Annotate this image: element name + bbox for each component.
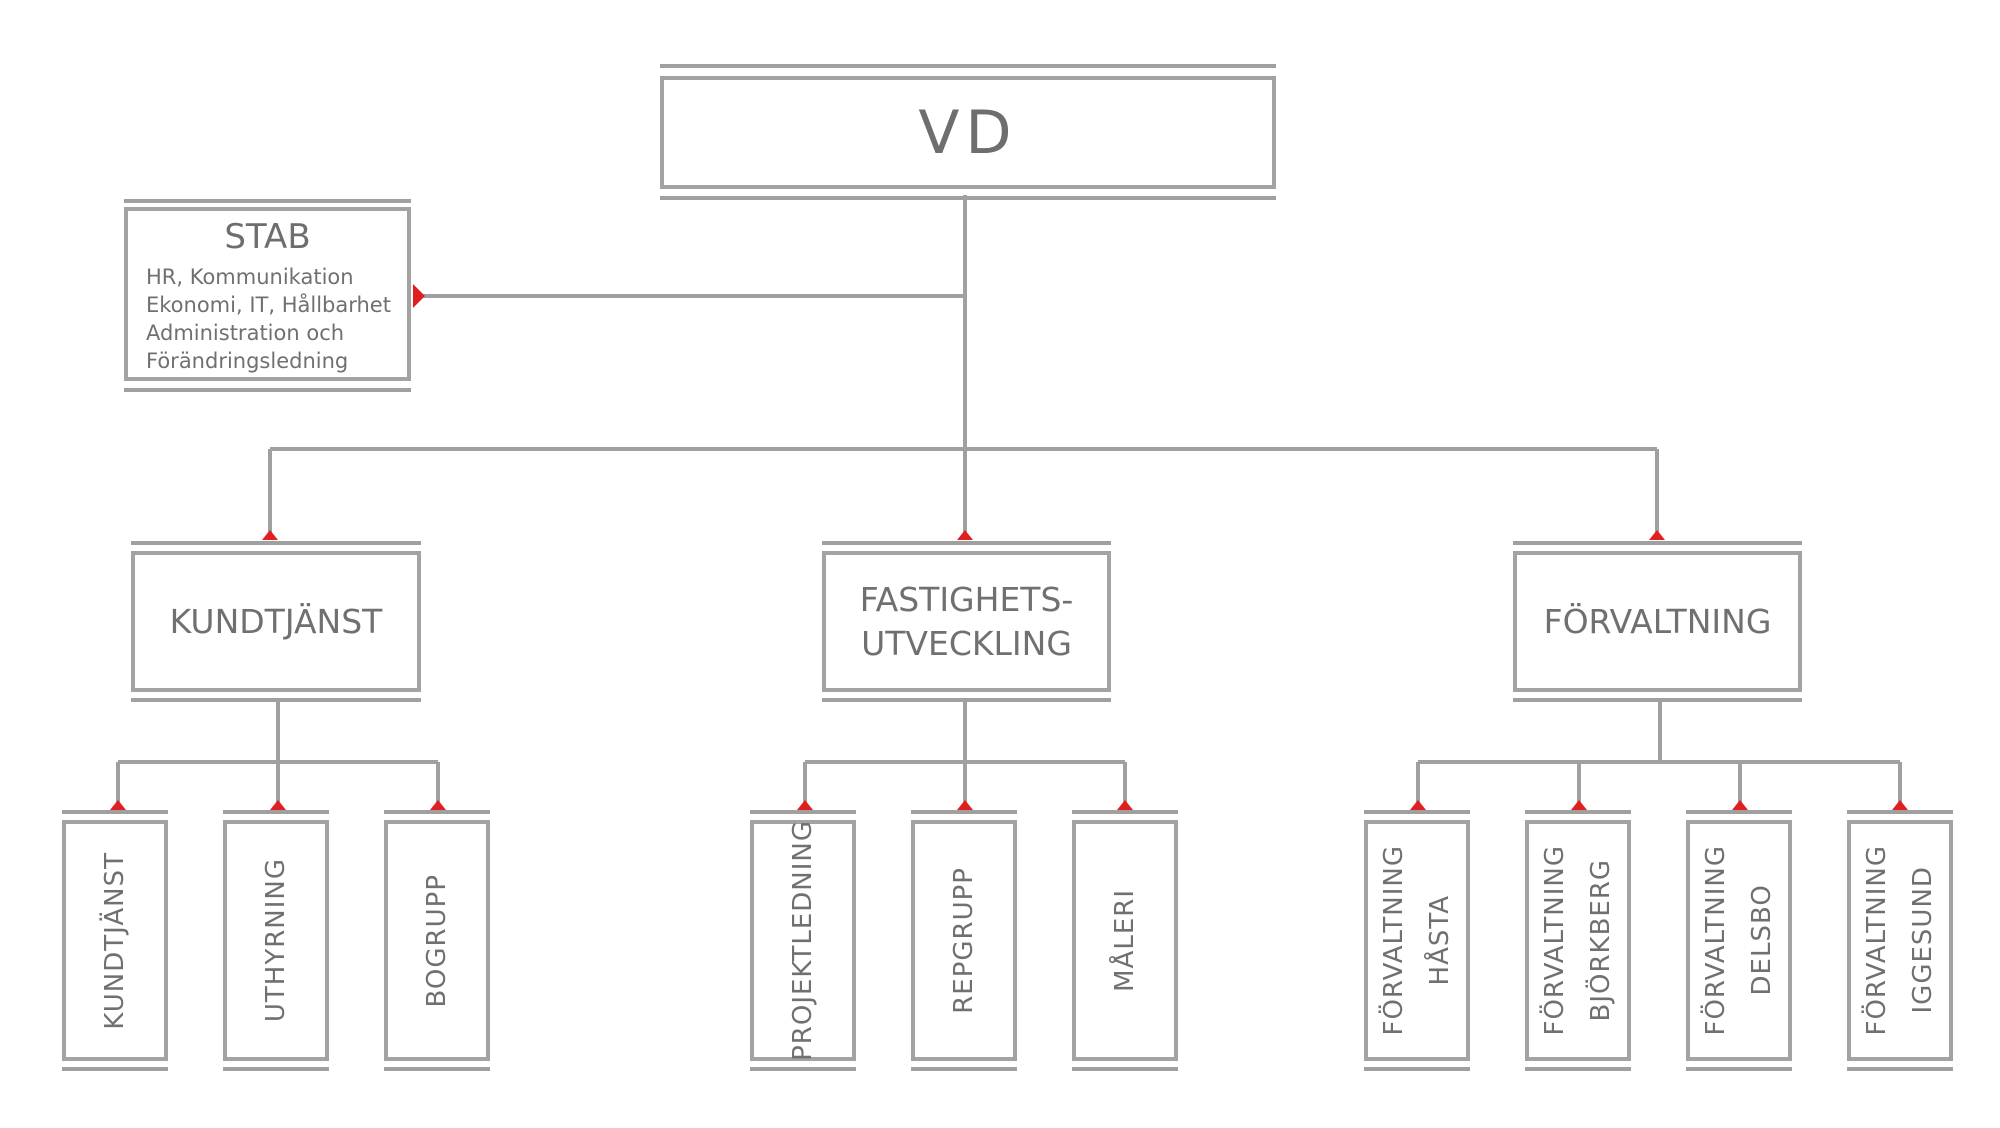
unit-label: BOGRUPP	[422, 873, 452, 1008]
department-label: FASTIGHETS- UTVECKLING	[859, 579, 1074, 663]
department-fastighetsutveckling: FASTIGHETS- UTVECKLING	[822, 551, 1111, 692]
vd-label: VD	[918, 97, 1018, 168]
unit-label: REPGRUPP	[949, 867, 979, 1014]
stab-line-2: Ekonomi, IT, Hållbarhet	[146, 293, 391, 317]
unit-uthyrning: UTHYRNING	[223, 820, 329, 1061]
unit-forvaltning-hasta: FÖRVALTNING HÅSTA	[1364, 820, 1470, 1061]
unit-label: FÖRVALTNING HÅSTA	[1379, 845, 1455, 1036]
unit-projektledning: PROJEKTLEDNING	[750, 820, 856, 1061]
stab-line-1: HR, Kommunikation	[146, 265, 354, 289]
unit-label: FÖRVALTNING BJÖRKBERG	[1540, 845, 1616, 1036]
department-label: KUNDTJÄNST	[169, 601, 383, 641]
connector-markers	[110, 284, 1908, 810]
unit-bogrupp: BOGRUPP	[384, 820, 490, 1061]
connector-lines	[62, 64, 1953, 1071]
stab-line-4: Förändringsledning	[146, 349, 349, 373]
stab-title: STAB	[224, 217, 311, 257]
unit-maleri: MÅLERI	[1072, 820, 1178, 1061]
department-kundtjanst: KUNDTJÄNST	[131, 551, 421, 692]
unit-label: PROJEKTLEDNING	[788, 820, 818, 1061]
unit-label: FÖRVALTNING IGGESUND	[1862, 845, 1938, 1036]
unit-forvaltning-iggesund: FÖRVALTNING IGGESUND	[1847, 820, 1953, 1061]
unit-kundtjanst: KUNDTJÄNST	[62, 820, 168, 1061]
unit-label: UTHYRNING	[261, 858, 291, 1023]
unit-forvaltning-delsbo: FÖRVALTNING DELSBO	[1686, 820, 1792, 1061]
unit-forvaltning-bjorkberg: FÖRVALTNING BJÖRKBERG	[1525, 820, 1631, 1061]
stab-box: STAB HR, Kommunikation Ekonomi, IT, Håll…	[124, 207, 411, 381]
department-label: FÖRVALTNING	[1543, 601, 1772, 641]
unit-label: MÅLERI	[1110, 889, 1140, 992]
stab-line-3: Administration och	[146, 321, 345, 345]
vd-box: VD	[660, 76, 1276, 189]
unit-label: KUNDTJÄNST	[100, 851, 130, 1030]
unit-repgrupp: REPGRUPP	[911, 820, 1017, 1061]
unit-label: FÖRVALTNING DELSBO	[1701, 845, 1777, 1036]
department-forvaltning: FÖRVALTNING	[1513, 551, 1802, 692]
